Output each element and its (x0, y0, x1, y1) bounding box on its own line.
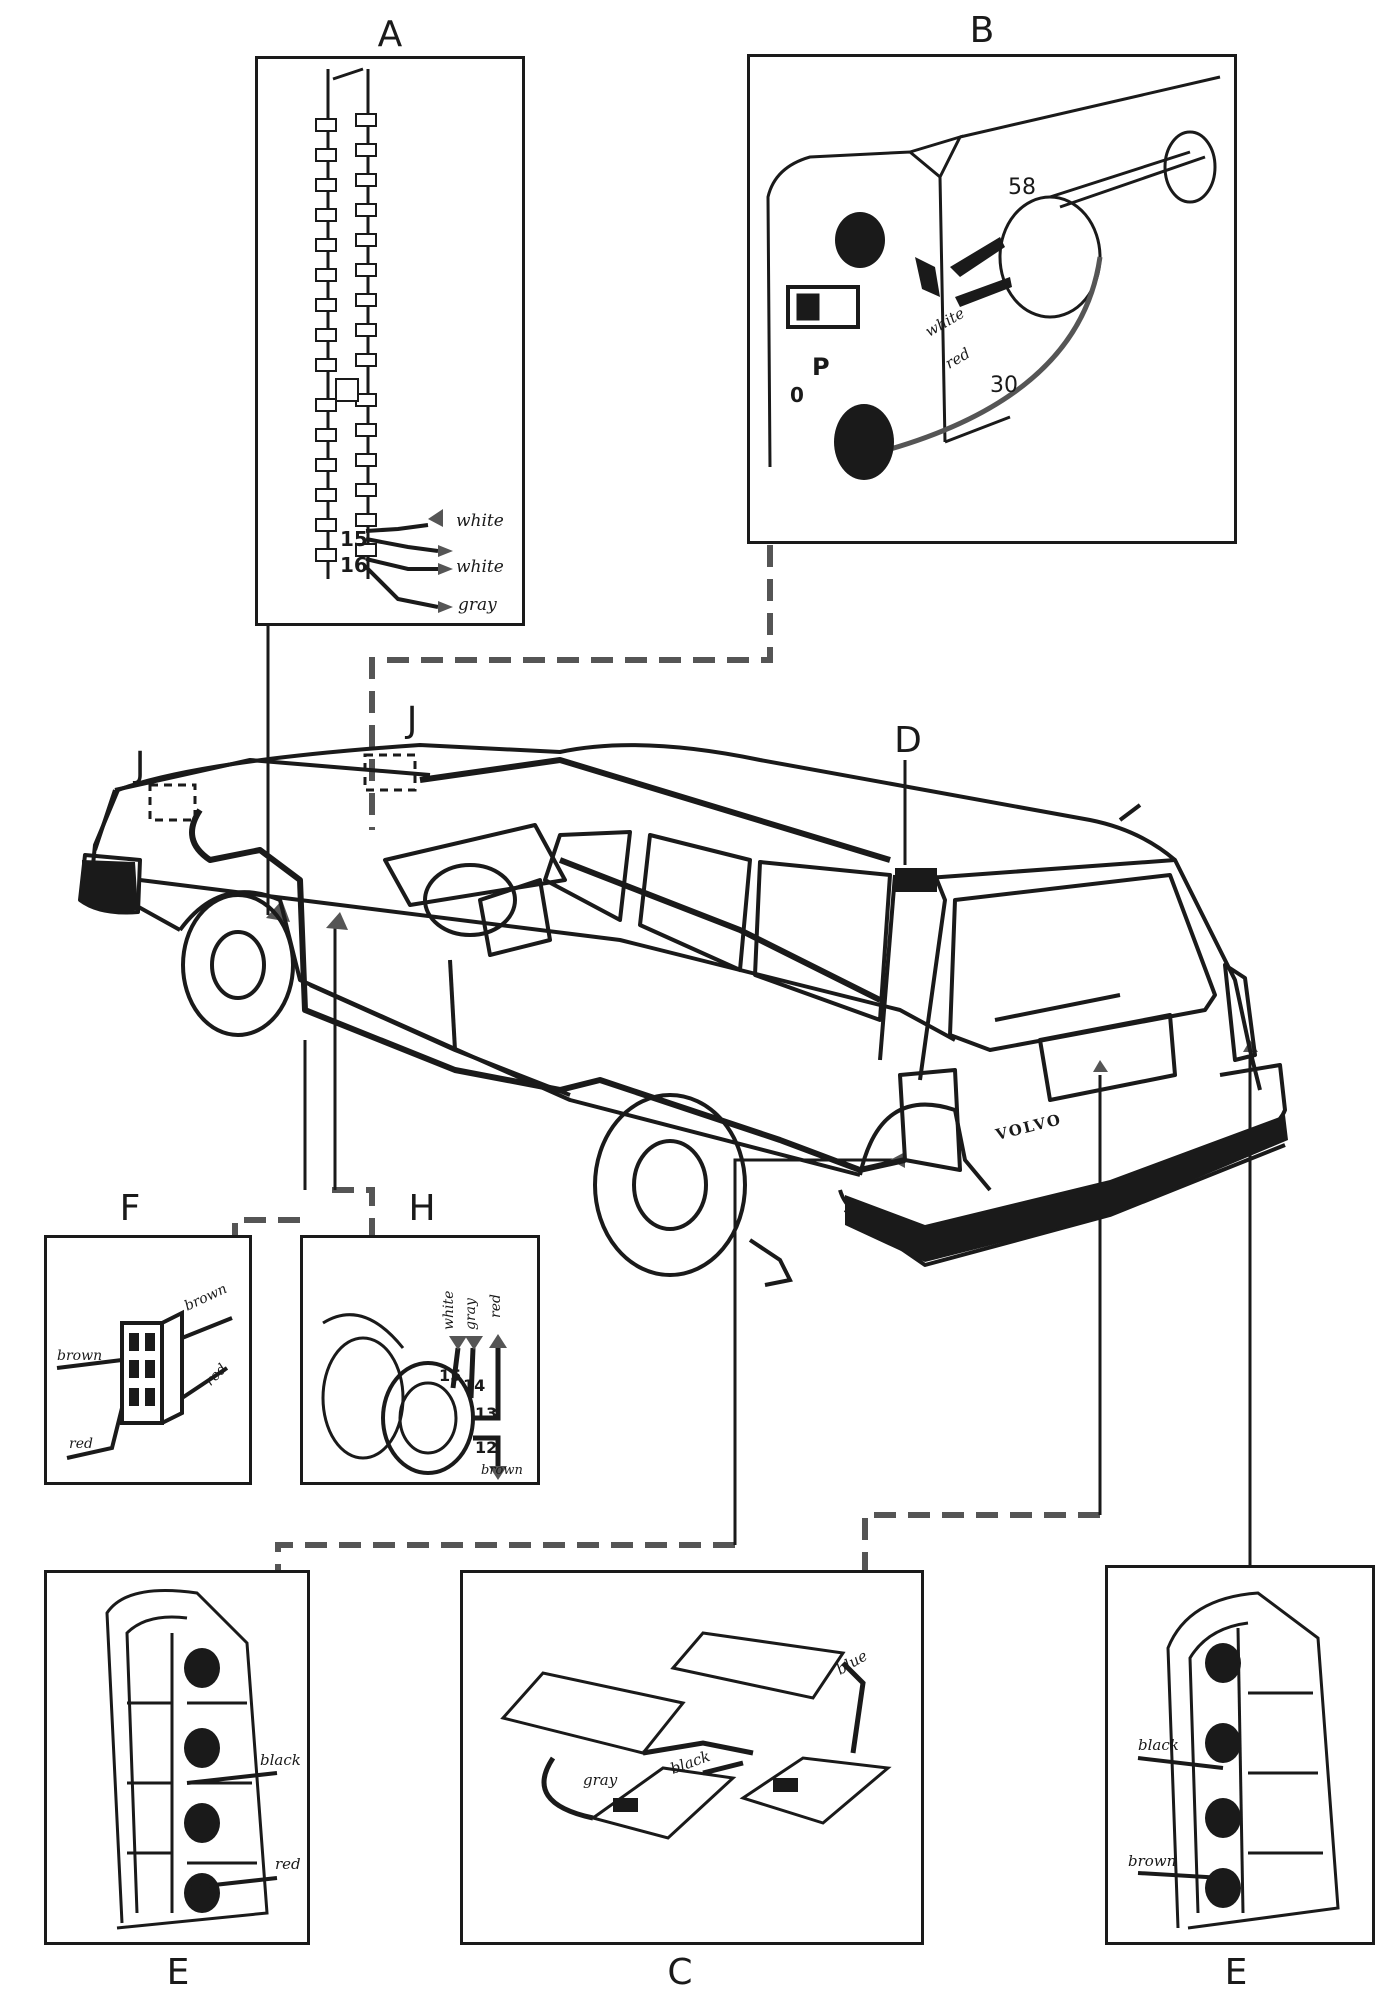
tail-light-left-art (105, 1589, 278, 1930)
terminal-30: 30 (990, 373, 1018, 398)
e-left-wire-black: black (260, 1751, 301, 1769)
h-pin-15: 15 (439, 1366, 462, 1385)
panel-c-license-lights: blue gray black (460, 1570, 924, 1945)
label-c: C (667, 1952, 693, 1993)
license-lights-art (500, 1631, 892, 1840)
panel-h-column-connector: white gray red 15 14 13 12 brown (300, 1235, 540, 1485)
h-wire-red: red (488, 1294, 504, 1318)
fuse-box-art (315, 67, 453, 613)
h-wire-white: white (441, 1290, 457, 1330)
connector-h-art (321, 1313, 507, 1480)
panel-e-right-tail-light: black brown (1105, 1565, 1375, 1945)
h-pin-13: 13 (475, 1404, 498, 1423)
panel-b-light-switch: 58 30 white red 0 P (747, 54, 1237, 544)
connector-f-art (56, 1309, 233, 1460)
fuse-pin-15: 15 (340, 527, 368, 551)
panel-f-connector: brown brown red red (44, 1235, 252, 1485)
wheels (181, 893, 793, 1287)
e-right-wire-black: black (1138, 1736, 1179, 1754)
label-h: H (408, 1188, 436, 1229)
label-e-right: E (1224, 1952, 1248, 1993)
e-left-wire-red: red (275, 1855, 301, 1873)
label-e-left: E (166, 1952, 190, 1993)
j-dashed-boxes (148, 753, 417, 822)
h-wire-gray: gray (463, 1298, 479, 1330)
f-wire-red-bottom: red (69, 1436, 93, 1452)
fuse-pin-16: 16 (340, 553, 368, 577)
label-b: B (969, 10, 995, 51)
bumpers (82, 860, 1288, 1262)
fuse-wire-gray: gray (458, 595, 497, 615)
roof-connector-d (895, 868, 937, 892)
h-wire-brown: brown (481, 1463, 523, 1478)
dashed-connectors (232, 545, 1100, 1570)
f-wire-brown-left: brown (57, 1348, 103, 1364)
label-a: A (377, 14, 403, 55)
label-j-right: J (406, 700, 418, 741)
fuse-wire-white-2: white (456, 557, 504, 577)
leader-lines (266, 625, 1252, 1565)
panel-a-fuse-box: 15 16 white white gray (255, 56, 525, 626)
label-f: F (119, 1188, 141, 1229)
h-pin-14: 14 (463, 1376, 486, 1395)
switch-position-p: P (812, 353, 830, 381)
terminal-58: 58 (1008, 175, 1036, 200)
label-j-left: J (134, 745, 146, 786)
wiring-harness (189, 757, 906, 1173)
e-right-wire-brown: brown (1128, 1852, 1177, 1870)
tail-light-right-art (1137, 1591, 1340, 1930)
h-pin-12: 12 (475, 1438, 498, 1457)
switch-position-zero: 0 (790, 383, 804, 407)
label-d: D (894, 720, 922, 761)
c-wire-gray: gray (583, 1771, 618, 1789)
panel-e-left-tail-light: black red (44, 1570, 310, 1945)
light-switch-art (766, 75, 1221, 480)
fuse-wire-white-1: white (456, 511, 504, 531)
